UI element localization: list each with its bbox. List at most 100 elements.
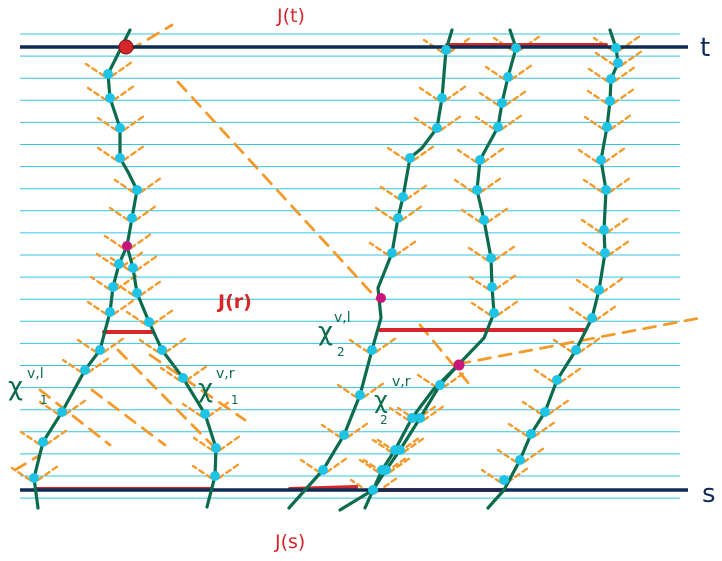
node [599,225,609,235]
branch-right [346,421,370,439]
branch-right [151,308,175,326]
branch-right [594,304,618,322]
branch-right [207,400,231,418]
node [497,98,507,108]
node [377,465,387,475]
node [487,282,497,292]
node [128,263,138,273]
branch-right [36,464,60,482]
branch-left [76,338,98,354]
branch-left [594,51,616,67]
cyan-nodes [29,43,623,495]
node [80,365,90,375]
long-dashed-line [456,316,702,366]
branch-right [218,434,242,452]
branch-left [368,241,390,257]
svg-text:χ: χ [198,374,213,404]
node [613,58,623,68]
node [95,345,105,355]
branch-left [418,86,440,102]
node [587,313,597,323]
branch-left [19,430,41,446]
branch-left [96,116,118,132]
branch-right [603,146,627,164]
svg-text:χ: χ [8,372,23,402]
node [432,123,442,133]
node [178,373,188,383]
label-middle-interval: J(r) [216,291,252,313]
branch-left [371,438,393,454]
node [605,96,615,106]
magenta-point [376,293,386,303]
branch-left [581,241,603,257]
node [479,215,489,225]
svg-text:2: 2 [380,413,388,427]
branch-right [533,420,557,438]
branch-left [103,234,125,250]
branch-right [135,254,159,272]
label-chi-2-left: χ v,l 2 [318,310,351,359]
branch-right [444,84,468,102]
branch-left [470,301,492,317]
node [390,445,400,455]
node [503,72,513,82]
branch-right [64,398,88,416]
branch-left [374,206,396,222]
long-dashed-line [38,388,112,447]
branch-right [601,276,625,294]
branch-right [486,206,510,224]
svg-text:v,r: v,r [392,374,411,390]
node [437,93,447,103]
branch-right [559,366,583,384]
trajectory [32,28,139,510]
branch-left [484,65,506,81]
branch-left [113,178,135,194]
branch-left [84,62,106,78]
branch-right [102,336,126,354]
node [115,123,125,133]
branch-right [112,84,136,102]
node [29,473,39,483]
trajectory [338,28,518,512]
special-points [118,39,465,371]
node [114,259,124,269]
svg-text:1: 1 [40,393,48,407]
node [127,213,137,223]
branch-left [583,115,605,131]
branch-right [612,87,636,105]
node [475,155,485,165]
branch-right [547,398,571,416]
branch-right [422,404,446,422]
branch-left [61,358,83,374]
branch-left [86,300,108,316]
node [493,122,503,132]
branch-left [580,218,602,234]
node [602,122,612,132]
node [339,430,349,440]
branch-left [299,458,321,474]
svg-text:χ: χ [318,317,333,347]
trajectory [125,244,218,509]
branch-right [439,114,463,132]
label-chi-1-right: χ v,r 1 [198,366,239,407]
branch-left [416,373,438,389]
branch-left [582,178,604,194]
branch-right [400,204,424,222]
svg-text:χ: χ [374,386,388,414]
branch-left [320,423,342,439]
long-dashed-line [148,353,247,422]
branch-right [608,176,632,194]
node [57,407,67,417]
node [606,74,616,84]
magenta-point [122,241,132,251]
long-dashed-line [176,80,380,302]
node [355,390,365,400]
node [132,288,142,298]
magenta-point [453,359,465,371]
branch-left [113,281,135,297]
branch-right [134,204,158,222]
branch-left [460,208,482,224]
node [486,253,496,263]
node [387,248,397,258]
